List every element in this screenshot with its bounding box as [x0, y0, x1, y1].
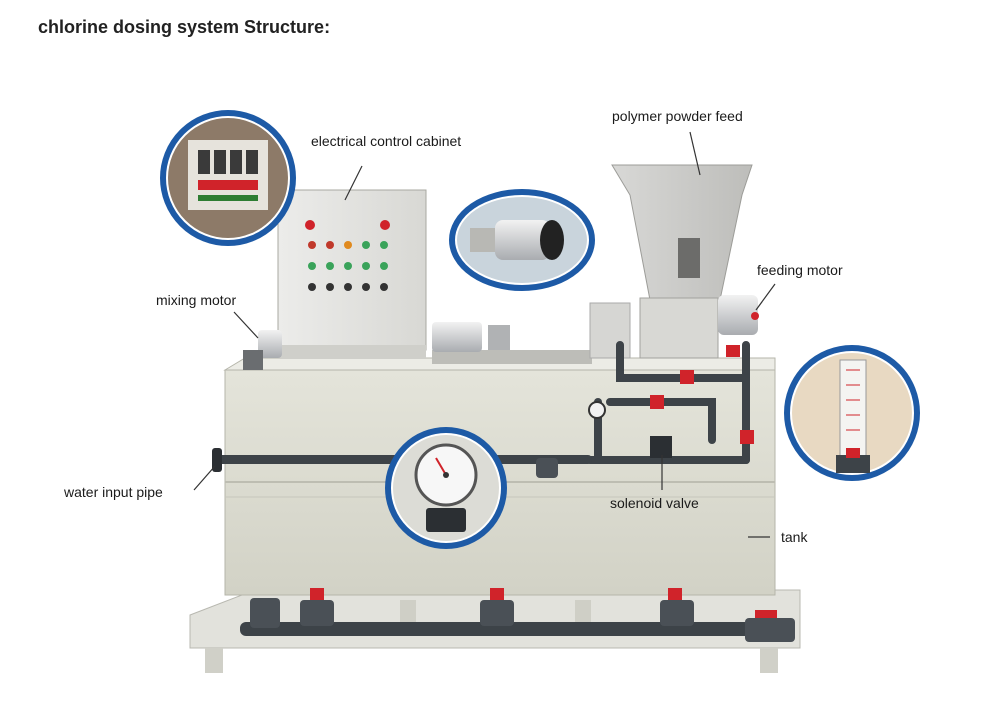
- electrical-control-cabinet: [277, 189, 427, 359]
- callout-pressure-gauge: [385, 427, 507, 549]
- callout-motor: [449, 189, 595, 291]
- label-electrical-control-cabinet: electrical control cabinet: [311, 133, 461, 149]
- leader-mixing-motor: [233, 311, 259, 339]
- leader-cabinet: [344, 165, 363, 201]
- label-polymer-powder-feed: polymer powder feed: [612, 108, 743, 124]
- drain-pipe: [240, 588, 795, 642]
- conveyor-section: [432, 302, 631, 364]
- page-title: chlorine dosing system Structure:: [38, 17, 331, 37]
- leader-water-input: [193, 465, 216, 491]
- label-tank: tank: [781, 529, 808, 545]
- leader-feeding-motor: [755, 283, 776, 311]
- label-water-input-pipe: water input pipe: [63, 484, 163, 500]
- feeding-motor: [718, 295, 759, 335]
- leader-lines: [193, 131, 776, 538]
- labels: electrical control cabinet polymer powde…: [63, 108, 843, 545]
- label-feeding-motor: feeding motor: [757, 262, 843, 278]
- mixing-motor: [243, 330, 282, 370]
- solenoid-valve: [650, 436, 672, 458]
- callout-cabinet-interior: [160, 110, 296, 246]
- pipe-valves: [588, 345, 754, 444]
- polymer-hopper: [611, 164, 753, 359]
- callout-flowmeter: [784, 345, 920, 481]
- control-buttons: [308, 241, 388, 291]
- label-mixing-motor: mixing motor: [156, 292, 236, 308]
- leader-hopper: [689, 131, 701, 176]
- label-solenoid-valve: solenoid valve: [610, 495, 699, 511]
